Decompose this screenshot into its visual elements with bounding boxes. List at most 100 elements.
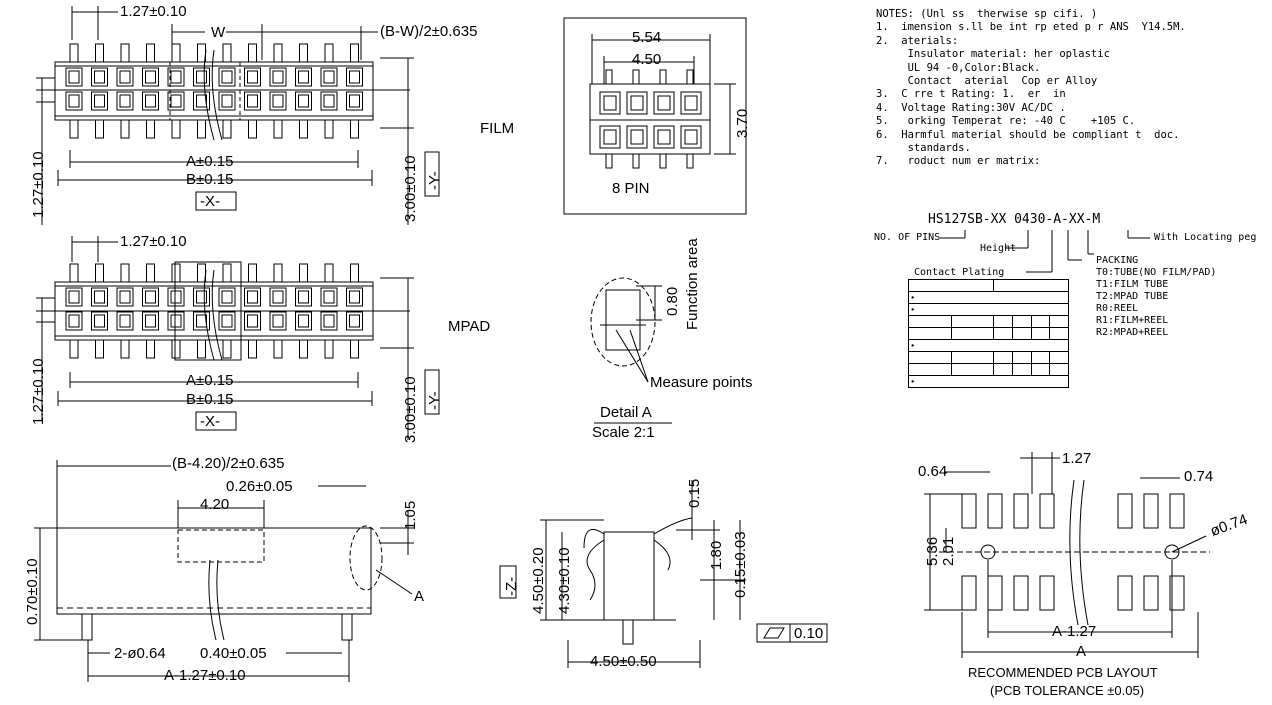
- contact-pad: [116, 91, 134, 111]
- note-line: 4. Voltage Rating:30V AC/DC .: [876, 101, 1066, 114]
- pin-lead: [299, 43, 308, 63]
- contact-pad: [167, 91, 185, 111]
- pin-lead: [222, 119, 232, 139]
- notes-block: NOTES: (Unl ss therwise sp cifi. )1. ime…: [876, 8, 1266, 169]
- pin-lead: [197, 119, 206, 139]
- contact-pad: [65, 67, 83, 87]
- contact-pad: [244, 311, 261, 331]
- part-number: HS127SB-XX 0430-A-XX-M: [928, 212, 1101, 227]
- detail-title: Detail A: [600, 404, 652, 421]
- pin-lead: [171, 263, 181, 283]
- pin-lead: [605, 153, 613, 169]
- note-line: NOTES: (Unl ss therwise sp cifi. ): [876, 8, 1098, 20]
- contact-pad-inner: [630, 129, 644, 145]
- packing-item: R2:MPAD+REEL: [1096, 327, 1169, 338]
- pin-lead: [222, 263, 232, 283]
- contact-pad-inner: [247, 94, 258, 108]
- contact-pad-inner: [349, 94, 360, 108]
- packing-item: T2:MPAD TUBE: [1096, 291, 1169, 302]
- note-line: 7. roduct num er matrix:: [876, 155, 1041, 168]
- pin-lead: [95, 43, 104, 63]
- contact-pad: [65, 287, 83, 307]
- contact-pad-inner: [603, 129, 617, 145]
- contact-pad: [167, 67, 185, 87]
- side-105-label: 1.05: [402, 500, 419, 530]
- contact-pad: [244, 67, 261, 87]
- contact-pad-inner: [119, 94, 131, 108]
- pin8-pad-grid: [599, 69, 702, 169]
- pin8-554-label: 5.54: [632, 29, 662, 46]
- contact-pad-inner: [68, 314, 80, 328]
- pcb-pad: [1143, 575, 1159, 611]
- contact-pad: [653, 125, 675, 149]
- side-a127-label: A-1.27±0.10: [164, 667, 246, 684]
- pin-lead: [632, 69, 640, 85]
- end-view: [499, 480, 828, 668]
- pcb-pad: [1039, 575, 1055, 611]
- contact-pad: [320, 91, 338, 111]
- pin8-view: [563, 17, 747, 215]
- pcb-pad: [961, 575, 977, 611]
- contact-pad: [346, 287, 363, 307]
- pin8-450-label: 4.50: [632, 51, 662, 68]
- pin-lead: [686, 69, 694, 85]
- contact-pad-inner: [349, 290, 360, 304]
- contact-plating-label: Contact Plating: [914, 267, 1005, 278]
- end-w450-label: 4.50±0.50: [590, 653, 657, 670]
- pin-lead: [299, 263, 308, 283]
- contact-pad-inner: [684, 129, 698, 145]
- packing-item: PACKING: [1096, 255, 1139, 266]
- packing-item: T0:TUBE(NO FILM/PAD): [1096, 267, 1217, 278]
- contact-pad: [193, 287, 210, 307]
- pcb-pad: [1117, 493, 1133, 529]
- pcb-title: RECOMMENDED PCB LAYOUT: [968, 665, 1158, 680]
- film-depth-label: 3.00±0.10: [402, 155, 419, 222]
- contact-pad-inner: [170, 314, 182, 328]
- contact-pad: [653, 91, 675, 115]
- contact-pad-inner: [196, 70, 207, 84]
- detail-function-label: Function area: [684, 238, 701, 330]
- pin-lead: [146, 263, 155, 283]
- pcb-layout: [924, 452, 1210, 658]
- detail-080-label: 0.80: [664, 286, 681, 316]
- contact-pad-inner: [94, 314, 105, 328]
- contact-pad: [65, 311, 83, 331]
- contact-pad: [295, 311, 312, 331]
- film-title: FILM: [480, 120, 515, 137]
- contact-pad: [218, 67, 236, 87]
- pin-lead: [324, 119, 334, 139]
- contact-pad: [167, 287, 185, 307]
- note-line: Contact aterial Cop er Alloy: [876, 75, 1098, 88]
- contact-pad-inner: [657, 95, 671, 111]
- no-of-pins-label: NO. OF PINS: [874, 232, 941, 243]
- pin-lead: [273, 119, 283, 139]
- pin-lead: [350, 119, 359, 139]
- pcb-a127-label: A-1.27: [1052, 623, 1097, 640]
- side-040-label: 0.40±0.05: [200, 645, 267, 662]
- pin-lead: [69, 119, 79, 139]
- end-450-label: 4.50±0.20: [530, 547, 547, 614]
- contact-pad-inner: [145, 314, 156, 328]
- pcb-tolerance: (PCB TOLERANCE ±0.05): [990, 683, 1145, 698]
- locating-peg-label: With Locating peg: [1154, 232, 1257, 243]
- contact-pad: [626, 125, 648, 149]
- contact-pad-inner: [684, 95, 698, 111]
- pcb-074-label: 0.74: [1184, 468, 1214, 485]
- packing-item: T1:FILM TUBE: [1096, 279, 1169, 290]
- contact-pad-inner: [145, 70, 156, 84]
- contact-pad-inner: [298, 314, 309, 328]
- contact-pad: [193, 311, 210, 331]
- contact-pad: [142, 287, 159, 307]
- pcb-201-label: 2.01: [940, 536, 957, 566]
- mpad-y-label: -Y-: [426, 391, 443, 410]
- pin-lead: [146, 43, 155, 63]
- contact-pad: [269, 287, 287, 307]
- side-070-label: 0.70±0.10: [24, 558, 41, 625]
- contact-pad: [295, 91, 312, 111]
- packing-item: R1:FILM+REEL: [1096, 315, 1169, 326]
- contact-pad-inner: [349, 70, 360, 84]
- contact-pad-inner: [170, 290, 182, 304]
- contact-pad: [320, 67, 338, 87]
- note-line: 1. imension s.ll be int rp eted p r ANS …: [876, 21, 1186, 34]
